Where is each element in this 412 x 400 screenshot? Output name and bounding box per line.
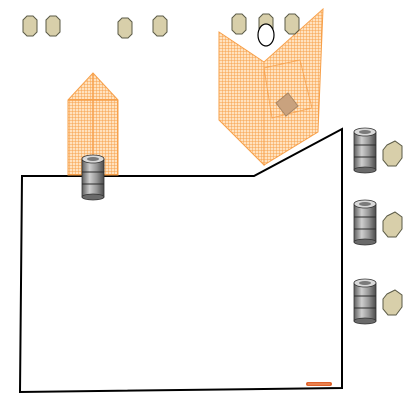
stone-10	[382, 289, 403, 316]
stone-3	[117, 17, 133, 39]
stone-7	[284, 13, 300, 35]
stone-8	[382, 140, 403, 167]
stone-2	[45, 15, 61, 37]
barrel-group	[81, 127, 377, 325]
mesh-panel-structure	[218, 7, 324, 167]
barrel-3	[353, 199, 377, 246]
stone-9	[382, 211, 403, 238]
stone-4	[152, 15, 168, 37]
barrel-4	[353, 278, 377, 325]
ground-marker	[306, 382, 332, 386]
barrel-2	[353, 127, 377, 174]
stone-1	[22, 15, 38, 37]
oval-marker	[257, 23, 275, 47]
panel-shade	[275, 92, 299, 117]
barrel-1	[81, 154, 105, 201]
stone-5	[231, 13, 247, 35]
